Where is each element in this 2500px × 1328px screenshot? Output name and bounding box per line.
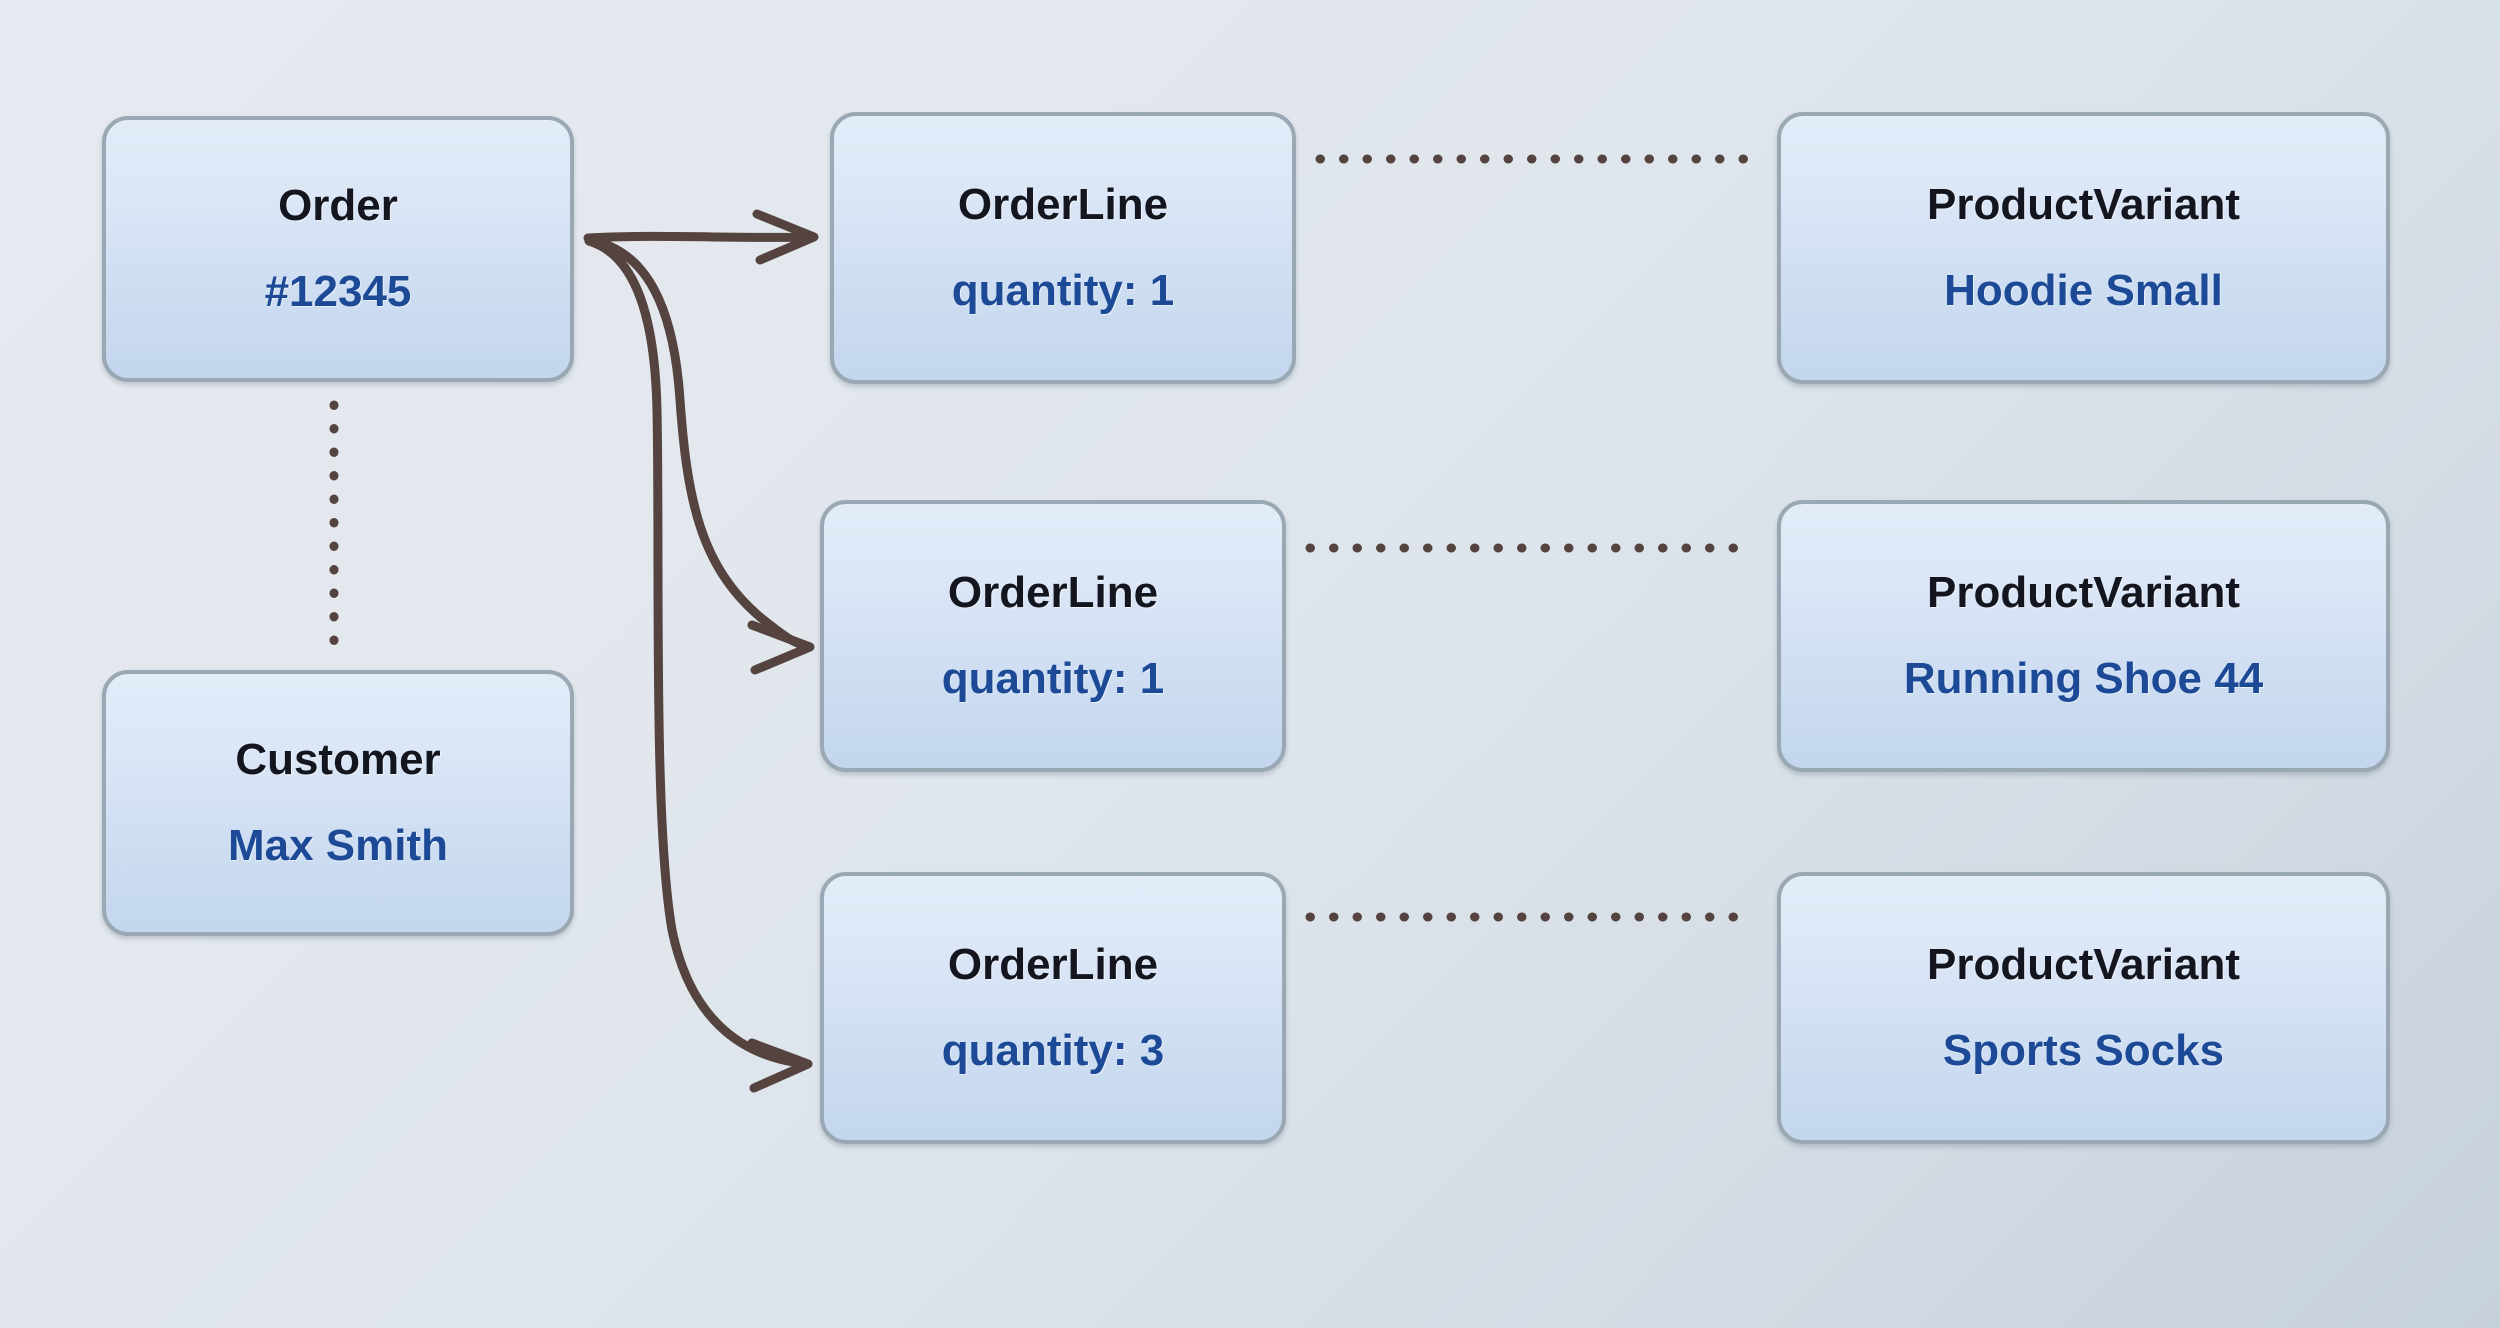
node-product-variant-2[interactable]: ProductVariant Running Shoe 44: [1777, 500, 2390, 772]
node-order[interactable]: Order #12345: [102, 116, 574, 382]
node-product-variant-1-subtitle: Hoodie Small: [1944, 266, 2223, 315]
node-product-variant-2-title: ProductVariant: [1927, 567, 2240, 617]
node-order-title: Order: [278, 180, 398, 230]
node-orderline-2-subtitle: quantity: 1: [941, 654, 1165, 703]
node-product-variant-3-title: ProductVariant: [1927, 939, 2240, 989]
node-customer[interactable]: Customer Max Smith: [102, 670, 574, 936]
node-product-variant-3[interactable]: ProductVariant Sports Socks: [1777, 872, 2390, 1144]
node-orderline-3-title: OrderLine: [947, 939, 1159, 989]
edge-order-to-orderline-1: [583, 209, 819, 265]
node-orderline-1-subtitle: quantity: 1: [951, 266, 1175, 315]
node-orderline-1-title: OrderLine: [957, 179, 1169, 229]
node-customer-subtitle: Max Smith: [227, 821, 449, 870]
node-product-variant-1[interactable]: ProductVariant Hoodie Small: [1777, 112, 2390, 384]
node-orderline-3-subtitle: quantity: 3: [941, 1026, 1165, 1075]
node-product-variant-2-subtitle: Running Shoe 44: [1903, 654, 2264, 703]
node-product-variant-3-subtitle: Sports Socks: [1942, 1026, 2225, 1075]
node-order-subtitle: #12345: [264, 267, 412, 316]
node-orderline-2[interactable]: OrderLine quantity: 1: [820, 500, 1286, 772]
node-customer-title: Customer: [235, 734, 441, 784]
edge-order-to-orderline-2: [584, 235, 815, 675]
node-orderline-1[interactable]: OrderLine quantity: 1: [830, 112, 1296, 384]
node-product-variant-1-title: ProductVariant: [1927, 179, 2240, 229]
node-orderline-2-title: OrderLine: [947, 567, 1159, 617]
node-orderline-3[interactable]: OrderLine quantity: 3: [820, 872, 1286, 1144]
edge-order-to-orderline-3: [584, 236, 813, 1093]
